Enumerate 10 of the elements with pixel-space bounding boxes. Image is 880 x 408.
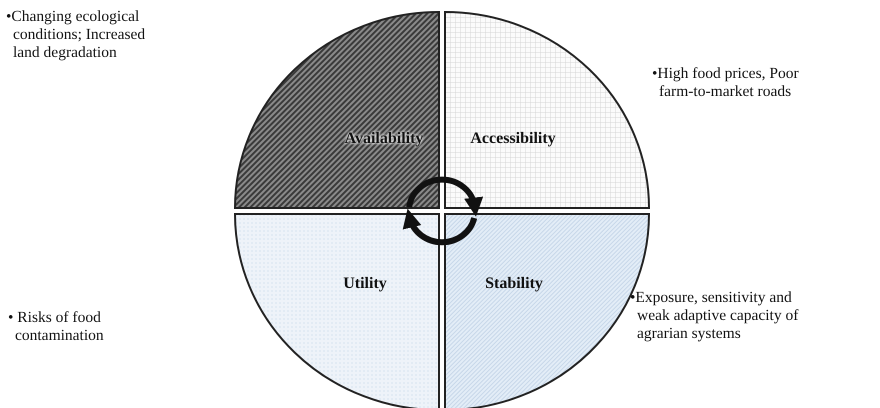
quadrant-label: Accessibility (470, 130, 556, 148)
bullet-note: •High food prices, Poor farm-to-market roads (652, 65, 800, 101)
quadrant-label: Availability (344, 130, 424, 148)
curved-arrow (406, 176, 482, 217)
bullet-note: • Risks of food contamination (8, 309, 105, 345)
quadrant-label: Stability (485, 275, 543, 293)
curved-arrow (404, 208, 478, 246)
quadrant-label: Utility (343, 275, 387, 293)
bullet-note: •Changing ecological conditions; Increased land degradation (6, 8, 146, 62)
bullet-note: •Exposure, sensitivity and weak adaptive capacity of agrarian systems (630, 289, 800, 343)
